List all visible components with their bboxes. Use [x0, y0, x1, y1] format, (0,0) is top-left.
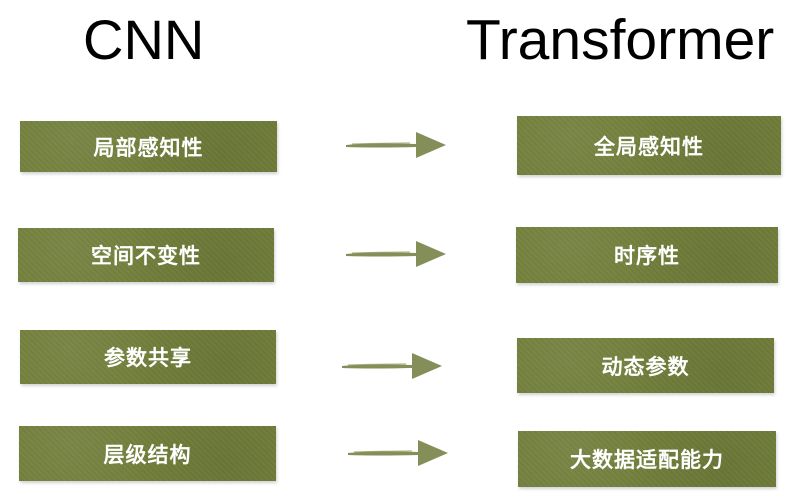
cnn-title: CNN: [83, 8, 205, 71]
cnn-item-label: 空间不变性: [91, 244, 201, 268]
arrow-right-icon: [340, 349, 444, 383]
arrow-right-icon: [346, 436, 450, 470]
transformer-item-temporality: 时序性: [516, 227, 778, 283]
transformer-item-dynamic-parameters: 动态参数: [517, 338, 774, 393]
transformer-item-label: 动态参数: [601, 354, 690, 379]
cnn-item-label: 层级结构: [103, 442, 192, 467]
transformer-title: Transformer: [466, 8, 775, 72]
cnn-item-local-perception: 局部感知性: [20, 121, 277, 172]
transformer-item-label: 全局感知性: [594, 134, 704, 159]
cnn-item-hierarchical-structure: 层级结构: [19, 426, 276, 481]
transformer-item-global-perception: 全局感知性: [517, 116, 781, 175]
cnn-item-label: 参数共享: [104, 346, 192, 370]
transformer-item-big-data-adaptability: 大数据适配能力: [518, 431, 776, 487]
cnn-item-parameter-sharing: 参数共享: [20, 330, 276, 384]
arrow-right-icon: [344, 128, 448, 162]
arrow-right-icon: [344, 237, 448, 271]
cnn-item-spatial-invariance: 空间不变性: [18, 228, 274, 282]
transformer-item-label: 大数据适配能力: [570, 448, 724, 472]
transformer-item-label: 时序性: [614, 244, 680, 268]
cnn-item-label: 局部感知性: [93, 135, 204, 160]
